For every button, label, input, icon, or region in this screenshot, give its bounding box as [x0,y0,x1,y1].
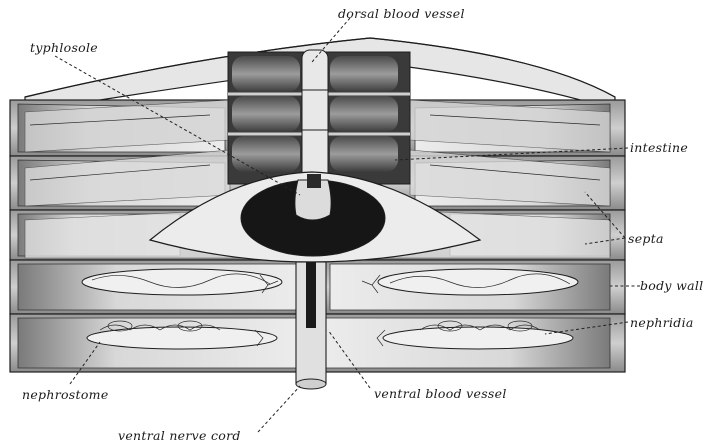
label-nephridia: nephridia [630,315,694,330]
label-nephrostome: nephrostome [22,387,109,402]
label-body-wall: body wall [640,278,703,293]
nephridium-left-upper [82,269,282,295]
label-ventral-blood-vessel: ventral blood vessel [374,386,507,401]
ventral-structures [296,262,326,389]
dorsal-blood-vessel [302,50,328,180]
nephridium-right-upper [378,269,578,295]
label-dorsal-blood-vessel: dorsal blood vessel [338,6,465,21]
label-septa: septa [628,231,664,246]
label-ventral-nerve-cord: ventral nerve cord [118,428,241,443]
label-intestine: intestine [630,140,688,155]
label-typhlosole: typhlosole [30,40,98,55]
leader-ventral-nerve-cord [258,386,300,432]
